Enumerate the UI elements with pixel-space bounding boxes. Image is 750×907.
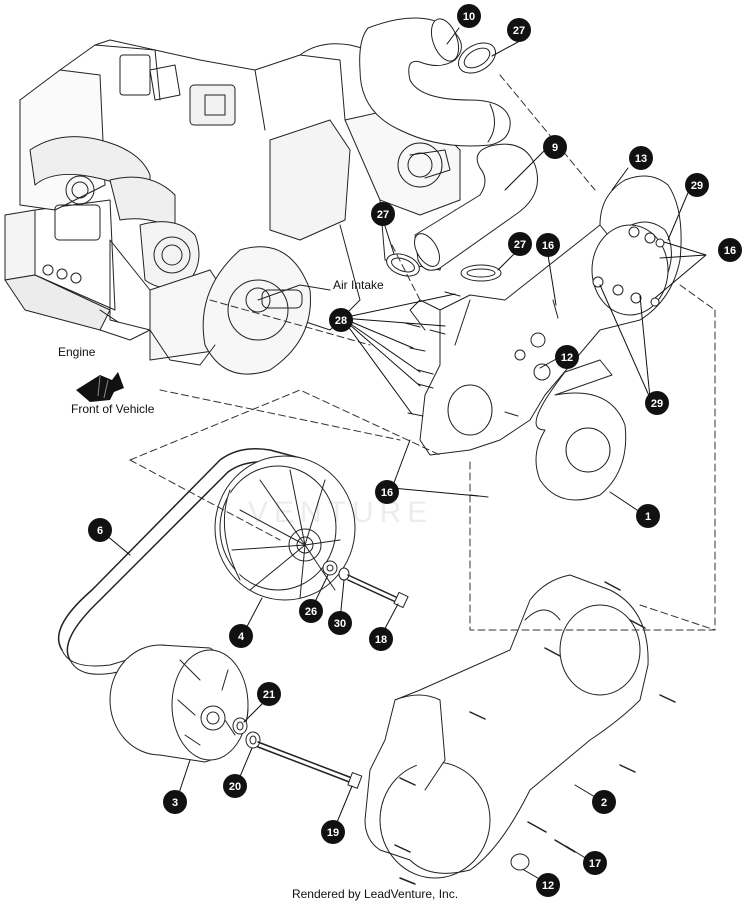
svg-text:10: 10: [463, 11, 475, 23]
svg-text:17: 17: [589, 858, 601, 870]
callout-6: 6: [88, 518, 112, 542]
footer-credit: Rendered by LeadVenture, Inc.: [291, 887, 459, 901]
svg-text:2: 2: [601, 797, 607, 809]
callout-2: 2: [592, 790, 616, 814]
callout-29-bottom: 29: [645, 391, 669, 415]
bolt-18: [347, 574, 409, 609]
svg-text:26: 26: [305, 606, 317, 618]
callout-29-top: 29: [685, 173, 709, 197]
svg-text:1: 1: [645, 511, 651, 523]
clamp-27-left: [386, 253, 420, 277]
engine-label: Engine: [58, 345, 96, 359]
callout-16-right: 16: [718, 238, 742, 262]
svg-text:27: 27: [377, 209, 389, 221]
callout-19: 19: [321, 820, 345, 844]
washer-30: [338, 567, 350, 581]
svg-text:3: 3: [172, 797, 178, 809]
svg-text:29: 29: [651, 398, 663, 410]
front-of-vehicle-arrow-icon: [76, 372, 124, 402]
driven-clutch-4: [214, 455, 356, 601]
callout-13: 13: [629, 146, 653, 170]
callout-27-top: 27: [507, 18, 531, 42]
cover-plate-1: [535, 359, 627, 501]
inner-cover-hardware: [514, 226, 665, 381]
outer-cvt-cover-2: [364, 574, 649, 879]
drive-clutch-3: [109, 644, 249, 763]
bolt-19: [257, 741, 363, 789]
engine-assembly: [4, 39, 461, 375]
svg-text:20: 20: [229, 781, 241, 793]
svg-text:30: 30: [334, 618, 346, 630]
callout-10: 10: [457, 4, 481, 28]
callout-27-right: 27: [508, 232, 532, 256]
svg-text:12: 12: [561, 352, 573, 364]
svg-text:18: 18: [375, 634, 387, 646]
svg-text:6: 6: [97, 525, 103, 537]
svg-text:9: 9: [552, 142, 558, 154]
svg-text:12: 12: [542, 880, 554, 892]
callout-30: 30: [328, 611, 352, 635]
clamp-27-right: [460, 264, 502, 282]
callout-17: 17: [583, 851, 607, 875]
svg-text:21: 21: [263, 689, 275, 701]
svg-text:27: 27: [513, 25, 525, 37]
svg-text:28: 28: [335, 315, 347, 327]
watermark: VENTURE: [248, 496, 433, 529]
callout-21: 21: [257, 682, 281, 706]
callout-12-top: 12: [555, 345, 579, 369]
front-of-vehicle-label: Front of Vehicle: [71, 402, 155, 416]
svg-text:16: 16: [724, 245, 736, 257]
svg-text:16: 16: [381, 487, 393, 499]
callout-27-left: 27: [371, 202, 395, 226]
washer-26: [322, 560, 338, 576]
clamp-27-top: [458, 42, 496, 74]
intake-duct-10: [359, 17, 511, 147]
callout-26: 26: [299, 599, 323, 623]
air-intake-label: Air Intake: [333, 278, 384, 292]
svg-text:4: 4: [238, 631, 245, 643]
driven-clutch-spokes: [231, 469, 341, 599]
callout-3: 3: [163, 790, 187, 814]
callout-1: 1: [636, 504, 660, 528]
svg-text:29: 29: [691, 180, 703, 192]
washer-20: [245, 731, 261, 749]
alignment-lines: [129, 74, 716, 631]
callout-12-bottom: 12: [536, 873, 560, 897]
callout-4: 4: [229, 624, 253, 648]
svg-text:19: 19: [327, 827, 339, 839]
callout-18: 18: [369, 627, 393, 651]
intake-duct-9: [414, 143, 538, 271]
callout-16-center: 16: [536, 233, 560, 257]
svg-text:27: 27: [514, 239, 526, 251]
callout-28: 28: [329, 308, 353, 332]
callout-20: 20: [223, 774, 247, 798]
svg-text:13: 13: [635, 153, 647, 165]
cover-plug-12: [510, 853, 530, 871]
screws-28: [404, 291, 461, 417]
callout-16-bottom: 16: [375, 480, 399, 504]
screws-17: [394, 581, 676, 885]
callout-9: 9: [543, 135, 567, 159]
svg-text:16: 16: [542, 240, 554, 252]
